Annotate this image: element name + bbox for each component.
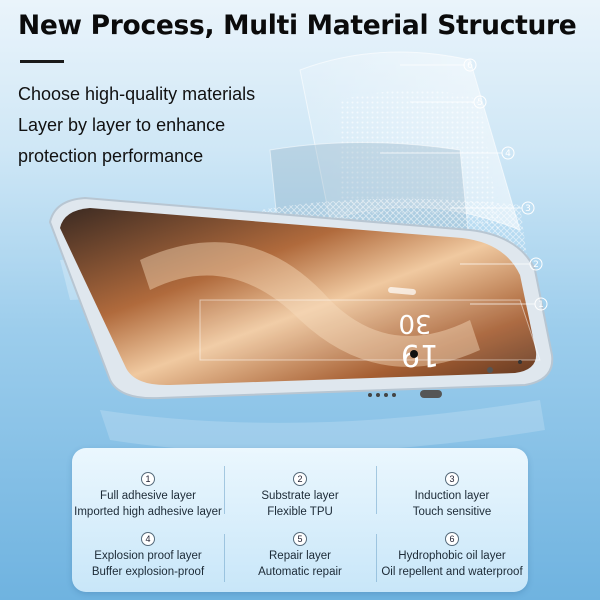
- layer-number: 2: [293, 472, 307, 486]
- layer-detail: Automatic repair: [258, 566, 342, 578]
- layer-name: Induction layer: [414, 490, 490, 502]
- clock-hour: 30: [398, 308, 431, 338]
- layer-info-panel: 1 Full adhesive layer Imported high adhe…: [72, 448, 528, 592]
- camera-icon: [410, 350, 418, 358]
- marker-3: [521, 201, 535, 215]
- svg-text:6: 6: [467, 61, 473, 71]
- film-layer-5: [340, 90, 500, 230]
- svg-text:2: 2: [533, 260, 539, 270]
- clock-minute: 19: [401, 337, 439, 372]
- page-title: New Process, Multi Material Structure: [18, 10, 577, 41]
- marker-6: [463, 58, 477, 72]
- description-line-1: Choose high-quality materials: [18, 84, 256, 104]
- layer-number: 1: [141, 472, 155, 486]
- layer-detail: Imported high adhesive layer: [74, 506, 222, 518]
- phone-screen: [60, 208, 537, 386]
- layer-detail: Flexible TPU: [267, 506, 333, 518]
- layer-detail: Oil repellent and waterproof: [381, 566, 523, 578]
- layer-detail: Touch sensitive: [412, 506, 492, 518]
- svg-text:4: 4: [505, 149, 511, 159]
- layer-name: Full adhesive layer: [100, 490, 196, 502]
- svg-text:1: 1: [538, 300, 544, 310]
- layer-number: 5: [293, 532, 307, 546]
- marker-2: [529, 257, 543, 271]
- layer-markers: 6 5 4 3 2 1: [380, 58, 548, 311]
- layer-item-3: 3 Induction layer Touch sensitive: [376, 472, 528, 544]
- layer-name: Hydrophobic oil layer: [398, 550, 506, 562]
- layer-number: 4: [141, 532, 155, 546]
- layer-item-2: 2 Substrate layer Flexible TPU: [224, 472, 376, 544]
- marker-4: [501, 146, 515, 160]
- description-line-3: protection performance: [18, 146, 204, 166]
- layer-number: 6: [445, 532, 459, 546]
- svg-text:3: 3: [525, 204, 531, 214]
- marker-5: [473, 95, 487, 109]
- layer-name: Substrate layer: [261, 490, 339, 502]
- layer-name: Repair layer: [269, 550, 331, 562]
- speaker-grill: [368, 393, 396, 397]
- layer-number: 3: [445, 472, 459, 486]
- description-line-2: Layer by layer to enhance: [18, 115, 226, 135]
- svg-text:5: 5: [477, 98, 483, 108]
- layer-item-1: 1 Full adhesive layer Imported high adhe…: [72, 472, 224, 544]
- layer-item-5: 5 Repair layer Automatic repair: [224, 532, 376, 600]
- film-layer-1: [199, 299, 541, 361]
- usb-port: [420, 390, 442, 398]
- layer-name: Explosion proof layer: [94, 550, 202, 562]
- marker-1: [534, 297, 548, 311]
- title-underline: [20, 60, 64, 63]
- layer-item-4: 4 Explosion proof layer Buffer explosion…: [72, 532, 224, 600]
- layer-item-6: 6 Hydrophobic oil layer Oil repellent an…: [376, 532, 528, 600]
- layer-detail: Buffer explosion-proof: [91, 566, 205, 578]
